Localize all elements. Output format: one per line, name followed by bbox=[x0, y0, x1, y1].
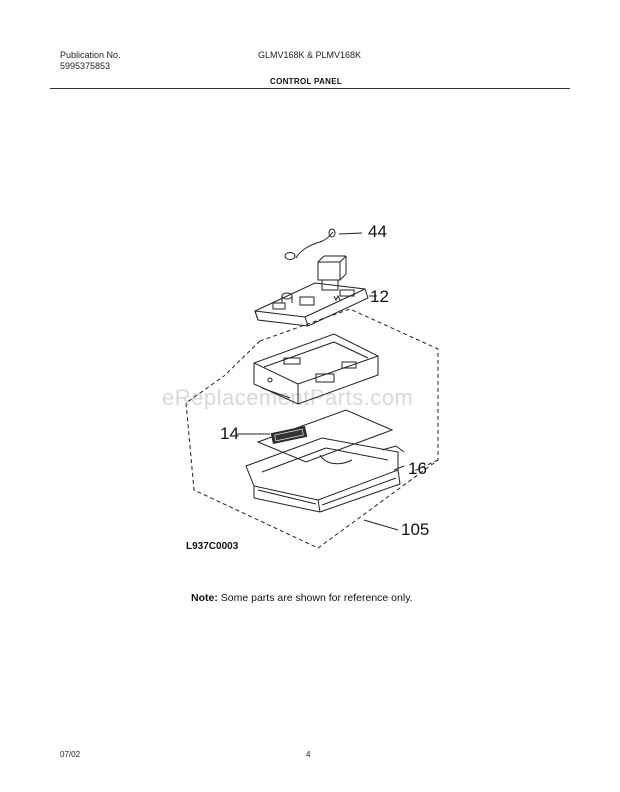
footer-date: 07/02 bbox=[60, 750, 81, 759]
section-title: CONTROL PANEL bbox=[270, 77, 343, 86]
part-16-lower-frame bbox=[245, 437, 405, 513]
page-number: 4 bbox=[306, 750, 311, 759]
note-text: Some parts are shown for reference only. bbox=[217, 592, 413, 604]
callout-12: 12 bbox=[370, 287, 389, 306]
callout-44: 44 bbox=[368, 222, 387, 241]
header-rule bbox=[50, 88, 570, 89]
housing-tray bbox=[253, 333, 379, 405]
note-label: Note: bbox=[191, 592, 218, 604]
callout-16: 16 bbox=[408, 459, 427, 478]
part-44-wire-harness bbox=[284, 228, 363, 260]
publication-number: 5995375853 bbox=[60, 61, 111, 71]
part-105-assembly-outline bbox=[185, 308, 439, 549]
callout-105: 105 bbox=[401, 520, 430, 539]
drawing-code: L937C0003 bbox=[186, 541, 239, 552]
model-numbers: GLMV168K & PLMV168K bbox=[258, 50, 362, 60]
part-14-keypad-overlay bbox=[236, 409, 394, 463]
leader-105 bbox=[363, 519, 399, 531]
reference-note: Note: Some parts are shown for reference… bbox=[191, 592, 413, 604]
part-12-control-board bbox=[254, 255, 377, 327]
callout-14: 14 bbox=[220, 424, 239, 443]
publication-label: Publication No. bbox=[60, 50, 121, 60]
